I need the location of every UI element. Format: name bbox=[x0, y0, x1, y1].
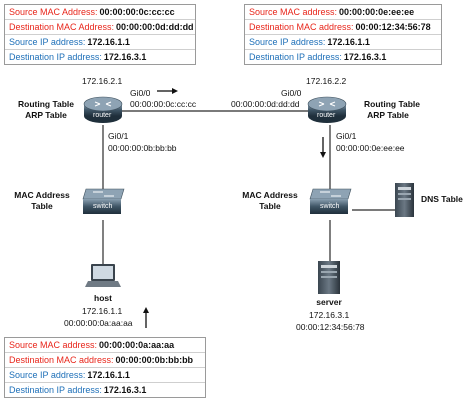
top-left-packet-info: Source MAC Address:00:00:00:0c:cc:cc Des… bbox=[4, 4, 196, 65]
switch-right-icon-label: switch bbox=[320, 203, 340, 210]
arrow-up-icon bbox=[143, 307, 149, 328]
source-ip-row: Source IP address:172.16.1.1 bbox=[5, 35, 195, 50]
router-left-gi00-mac: 00:00:00:0c:cc:cc bbox=[130, 99, 197, 109]
router-right-arp-table-label: ARP Table bbox=[367, 110, 409, 120]
arrow-right-icon bbox=[157, 88, 178, 94]
top-right-packet-info: Source MAC address:00:00:00:0e:ee:ee Des… bbox=[244, 4, 442, 65]
arrow-down-icon bbox=[320, 137, 326, 158]
switch-left-mac-table-label: MAC Address bbox=[14, 190, 70, 200]
source-ip-row: Source IP address:172.16.1.1 bbox=[245, 35, 441, 50]
router-right-gi01-mac: 00:00:00:0e:ee:ee bbox=[336, 143, 405, 153]
server-name: server bbox=[316, 297, 342, 307]
router-right-icon-label: router bbox=[317, 112, 336, 119]
destination-ip-row: Destination IP address:172.16.3.1 bbox=[249, 52, 387, 62]
links bbox=[102, 110, 395, 266]
source-mac-row: Source MAC address:00:00:00:0a:aa:aa bbox=[5, 338, 205, 353]
server-icon bbox=[318, 261, 340, 294]
router-right-gi01-label: Gi0/1 bbox=[336, 131, 357, 141]
destination-mac-row: Destination MAC address:00:00:00:0b:bb:b… bbox=[5, 353, 205, 368]
dns-table-label: DNS Table bbox=[421, 194, 463, 204]
router-right-gi00-label: Gi0/0 bbox=[281, 88, 302, 98]
router-left-gi01-label: Gi0/1 bbox=[108, 131, 129, 141]
bottom-packet-info: Source MAC address:00:00:00:0a:aa:aa Des… bbox=[4, 337, 206, 398]
host-name: host bbox=[94, 293, 112, 303]
host-ip: 172.16.1.1 bbox=[82, 306, 123, 316]
switch-right-table-label: Table bbox=[259, 201, 281, 211]
source-mac-row: Source MAC Address:00:00:00:0c:cc:cc bbox=[5, 5, 195, 20]
router-right-ip: 172.16.2.2 bbox=[306, 76, 347, 86]
destination-ip-row: Destination IP address:172.16.3.1 bbox=[9, 52, 147, 62]
router-left-icon-label: router bbox=[93, 112, 112, 119]
switch-right-mac-table-label: MAC Address bbox=[242, 190, 298, 200]
router-left-gi01-mac: 00:00:00:0b:bb:bb bbox=[108, 143, 177, 153]
router-left-ip: 172.16.2.1 bbox=[82, 76, 123, 86]
router-left-icon bbox=[83, 96, 123, 123]
router-right-icon bbox=[307, 96, 347, 123]
dns-server-icon bbox=[395, 183, 414, 217]
server-ip: 172.16.3.1 bbox=[309, 310, 350, 320]
router-left-gi00-label: Gi0/0 bbox=[130, 88, 151, 98]
host-mac: 00:00:00:0a:aa:aa bbox=[64, 318, 133, 328]
destination-mac-row: Destination MAC address:00:00:12:34:56:7… bbox=[245, 20, 441, 35]
source-mac-row: Source MAC address:00:00:00:0e:ee:ee bbox=[245, 5, 441, 20]
destination-ip-row: Destination IP address:172.16.3.1 bbox=[9, 385, 147, 395]
router-left-routing-table-label: Routing Table bbox=[17, 99, 75, 109]
switch-left-icon-label: switch bbox=[93, 203, 113, 210]
destination-mac-row: Destination MAC Address:00:00:00:0d:dd:d… bbox=[5, 20, 195, 35]
switch-left-icon bbox=[82, 188, 125, 214]
router-right-routing-table-label: Routing Table bbox=[363, 99, 421, 109]
laptop-icon bbox=[85, 264, 121, 287]
router-left-arp-table-label: ARP Table bbox=[25, 110, 67, 120]
source-ip-row: Source IP address:172.16.1.1 bbox=[5, 368, 205, 383]
switch-left-table-label: Table bbox=[31, 201, 53, 211]
router-right-gi00-mac: 00:00:00:0d:dd:dd bbox=[231, 99, 300, 109]
switch-right-icon bbox=[309, 188, 352, 214]
server-mac: 00:00:12:34:56:78 bbox=[296, 322, 365, 332]
